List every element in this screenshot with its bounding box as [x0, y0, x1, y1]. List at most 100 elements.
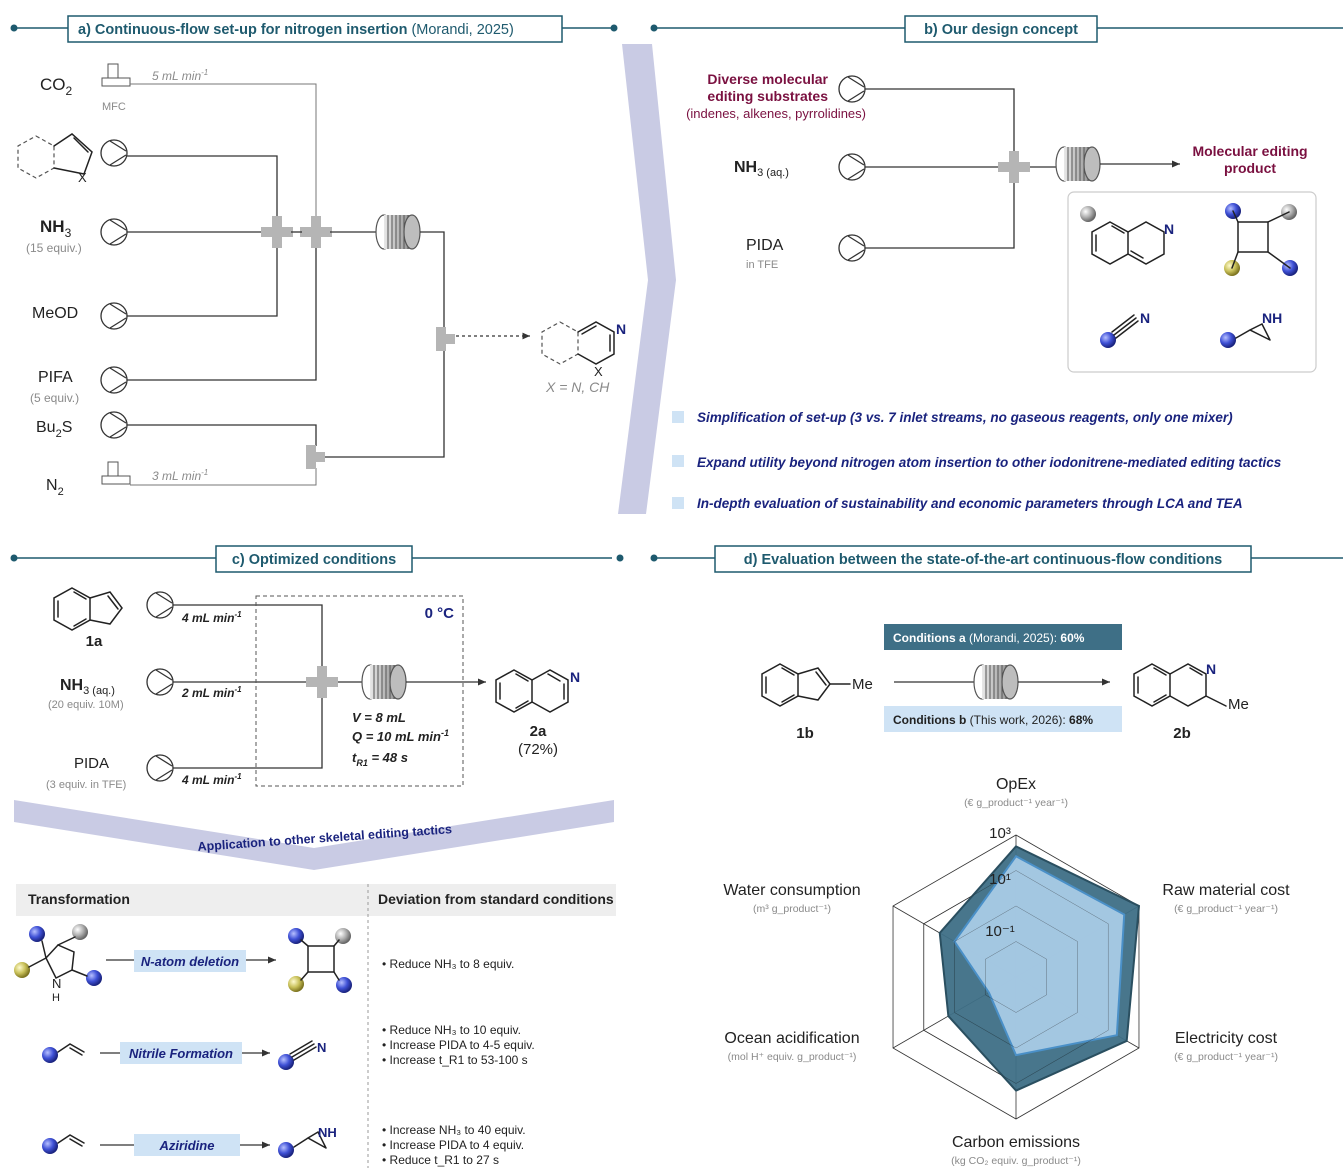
- n2-flow-label: 3 mL min-1: [152, 468, 208, 483]
- reactor-coil-icon-d: [973, 664, 1019, 700]
- deviation-text: • Increase t_R1 to 53-100 s: [382, 1053, 528, 1067]
- mixer-icon-2: [300, 216, 332, 248]
- svg-text:N: N: [570, 669, 580, 685]
- product-x-definition: X = N, CH: [545, 379, 610, 395]
- product-line-2: product: [1224, 160, 1276, 176]
- pyrrolidine-structure: N H: [14, 924, 102, 1004]
- mfc-icon: [101, 63, 131, 87]
- conditions-b-text: Conditions b (This work, 2026): 68%: [893, 713, 1093, 727]
- indene-substrate-structure: X: [17, 133, 93, 185]
- substrates-line-2: editing substrates: [707, 88, 828, 104]
- pump-icon-substrate: [100, 139, 128, 167]
- chevron-arrow: [618, 44, 676, 514]
- nh3-equiv-c: (20 equiv. 10M): [48, 699, 124, 711]
- radar-axis-label-electricity: Electricity cost: [1175, 1030, 1278, 1047]
- radar-chart: [892, 834, 1141, 1120]
- svg-text:Me: Me: [1228, 696, 1249, 713]
- reactor-coil-icon-b: [1055, 146, 1101, 182]
- yield-2a: (72%): [518, 741, 558, 758]
- radar-axis-unit-raw-material: (€ g_product⁻¹ year⁻¹): [1174, 903, 1278, 915]
- conditions-a-text: Conditions a (Morandi, 2025): 60%: [893, 631, 1085, 645]
- table-header-bg: [16, 884, 616, 916]
- radar-axis-label-raw-material: Raw material cost: [1162, 882, 1290, 899]
- panel-b-header: b) Our design concept: [650, 15, 1343, 43]
- panel-a: CO2 MFC 5 mL min-1 X NH3 (15 equiv.) MeO…: [17, 63, 626, 498]
- panel-d-title: d) Evaluation between the state-of-the-a…: [744, 552, 1223, 568]
- tactic-label: Aziridine: [159, 1138, 215, 1153]
- aziridine-structure: NH: [1220, 310, 1282, 348]
- label-2a: 2a: [530, 723, 547, 740]
- mfc-label: MFC: [102, 101, 126, 113]
- label-2b: 2b: [1173, 725, 1191, 742]
- radar-axis-label-carbon: Carbon emissions: [952, 1134, 1080, 1151]
- svg-text:a) Continuous-flow set-up for: a) Continuous-flow set-up for nitrogen i…: [78, 22, 514, 38]
- panel-c-header: c) Optimized conditions: [10, 545, 624, 573]
- nh3-equiv: (15 equiv.): [26, 241, 82, 255]
- radar-tick-0.1: 10⁻¹: [985, 923, 1015, 940]
- radar-axis-unit-opex: (€ g_product⁻¹ year⁻¹): [964, 797, 1068, 809]
- deviation-text: • Reduce t_R1 to 27 s: [382, 1153, 499, 1167]
- pida-c: PIDA: [74, 755, 109, 772]
- reactor-coil-icon-a: [375, 214, 421, 250]
- pump-icon-pida-c: [146, 754, 174, 782]
- deviation-text: • Reduce NH₃ to 8 equiv.: [382, 957, 514, 971]
- pump-icon-pifa: [100, 366, 128, 394]
- substrates-line-3: (indenes, alkenes, pyrrolidines): [686, 106, 866, 121]
- svg-text:N: N: [1206, 661, 1216, 677]
- cooling-zone-box: [255, 595, 464, 787]
- panel-a-title: a) Continuous-flow set-up for nitrogen i…: [78, 22, 407, 38]
- radar-axis-unit-ocean: (mol H⁺ equiv. g_product⁻¹): [728, 1051, 857, 1063]
- temperature-label: 0 °C: [425, 605, 455, 622]
- bullet-text-1: Simplification of set-up (3 vs. 7 inlet …: [697, 410, 1233, 425]
- co2-flow-label: 5 mL min-1: [152, 68, 208, 83]
- conditions-b-banner: [884, 706, 1122, 732]
- bullet-marker-2: [672, 455, 684, 467]
- radar-axis-label-opex: OpEx: [996, 776, 1036, 793]
- mfc-icon-n2: [101, 461, 131, 485]
- bullet-marker-1: [672, 411, 684, 423]
- pump-icon-pida-b: [838, 234, 866, 262]
- panel-c-title: c) Optimized conditions: [232, 552, 396, 568]
- svg-text:N: N: [616, 321, 626, 337]
- quinazoline-product-structure: N X: [541, 321, 626, 379]
- co2-label: CO2: [40, 75, 73, 98]
- bullet-text-2: Expand utility beyond nitrogen atom inse…: [697, 455, 1282, 470]
- svg-text:NH: NH: [318, 1125, 337, 1140]
- panel-b: Diverse molecular editing substrates (in…: [672, 71, 1317, 511]
- radar-axis-unit-electricity: (€ g_product⁻¹ year⁻¹): [1174, 1051, 1278, 1063]
- bullet-marker-3: [672, 497, 684, 509]
- meod-label: MeOD: [32, 305, 78, 322]
- panel-c: 1a 4 mL min-1 NH3 (aq.) (20 equiv. 10M) …: [14, 587, 616, 1168]
- residence-time-label: tR1 = 48 s: [352, 750, 408, 768]
- mixer-icon-1: [261, 216, 293, 248]
- label-1b: 1b: [796, 725, 814, 742]
- svg-text:N: N: [52, 976, 61, 991]
- pump-icon-nh3: [100, 218, 128, 246]
- radar-grid-overlay: [954, 905, 1078, 1049]
- isoquinoline-2a-structure: N: [495, 669, 580, 713]
- nitrile-structure: N: [1100, 310, 1150, 348]
- tee-mixer-icon-collect: [436, 327, 455, 351]
- flowrate-label: Q = 10 mL min-1: [352, 728, 449, 744]
- substrates-line-1: Diverse molecular: [707, 71, 828, 87]
- pump-icon-1a: [146, 591, 174, 619]
- pump-icon-nh3-c: [146, 668, 174, 696]
- cyclobutane-structure: [1224, 203, 1298, 276]
- radar-tick-10: 10¹: [989, 871, 1011, 888]
- isoquinoline-structure: N: [1080, 206, 1174, 265]
- radar-axis-label-water: Water consumption: [723, 882, 860, 899]
- indene-1a-structure: [53, 587, 123, 631]
- mixer-icon-b: [998, 151, 1030, 183]
- deviation-text: • Increase PIDA to 4-5 equiv.: [382, 1038, 535, 1052]
- n2-label: N2: [46, 477, 64, 498]
- svg-text:H: H: [52, 992, 60, 1004]
- pida-label-b: PIDA: [746, 237, 784, 254]
- panel-d: Me 1b Conditions a (Morandi, 2025): 60% …: [723, 624, 1290, 1167]
- nh3-aq-label: NH3 (aq.): [734, 159, 789, 179]
- radar-tick-1000: 10³: [989, 825, 1011, 842]
- table-row: Nitrile Formation N • Reduce NH₃ to 10 e…: [42, 1023, 535, 1070]
- conditions-a-banner: [884, 624, 1122, 650]
- volume-label: V = 8 mL: [352, 710, 406, 725]
- svg-text:X: X: [594, 364, 603, 379]
